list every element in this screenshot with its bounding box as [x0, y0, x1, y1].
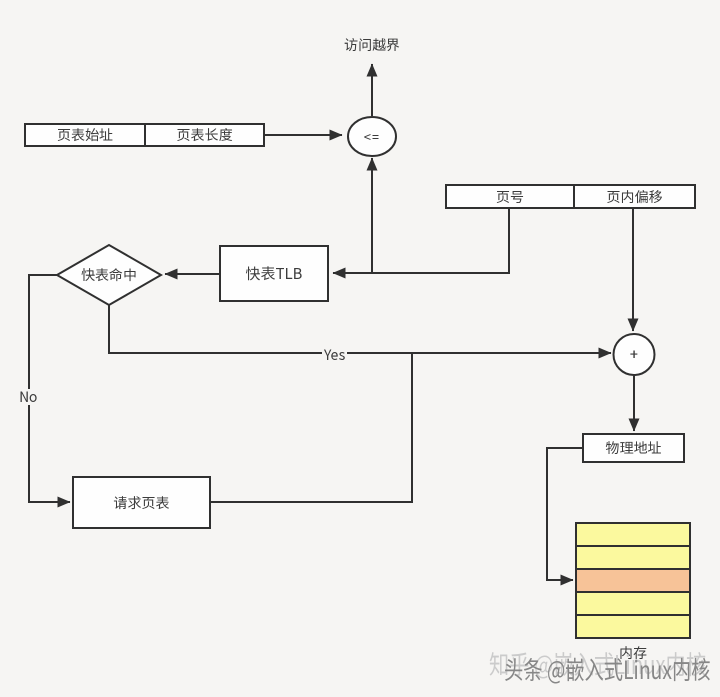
out-of-bounds-label: 访问越界 — [344, 35, 400, 55]
add-circle-shape — [612, 333, 656, 376]
watermark-zhihu: 知乎 @嵌入式Linux内核 — [489, 645, 707, 682]
memory-label: 内存 — [619, 643, 647, 663]
memory-row — [577, 614, 689, 637]
add-circle-label: + — [629, 344, 639, 365]
node-physical-address: 物理地址 — [582, 433, 685, 463]
watermark-toutiao: 头条 @嵌入式Linux内核 — [504, 651, 711, 687]
node-request-page-table: 请求页表 — [72, 476, 211, 529]
cell-page-table-start: 页表始址 — [57, 125, 113, 145]
connector-decision-yes-to-add — [108, 305, 612, 359]
node-page-number: 页号 页内偏移 — [445, 184, 696, 209]
yes-label: Yes — [322, 345, 348, 365]
connector-physical-to-memory — [546, 447, 582, 586]
memory-row — [577, 545, 689, 568]
compare-circle-label: <= — [363, 127, 381, 146]
connector-request-to-yes-line — [211, 352, 413, 503]
memory-row — [577, 524, 689, 545]
node-page-table-register: 页表始址 页表长度 — [24, 123, 265, 147]
decision-tlb-hit-label: 快表命中 — [81, 265, 137, 285]
cell-page-table-length: 页表长度 — [144, 125, 263, 145]
node-tlb: 快表TLB — [219, 245, 329, 302]
cell-page-number: 页号 — [496, 186, 524, 207]
memory-row-highlight — [577, 568, 689, 591]
decision-tlb-hit-shape — [54, 243, 164, 307]
compare-circle-shape — [347, 116, 397, 157]
cell-page-offset: 页内偏移 — [573, 186, 694, 207]
connector-decision-no-to-request — [28, 274, 71, 508]
memory-row — [577, 591, 689, 614]
memory-stack — [575, 522, 691, 639]
connector-page-number-to-tlb — [332, 209, 510, 279]
no-label: No — [17, 387, 40, 407]
